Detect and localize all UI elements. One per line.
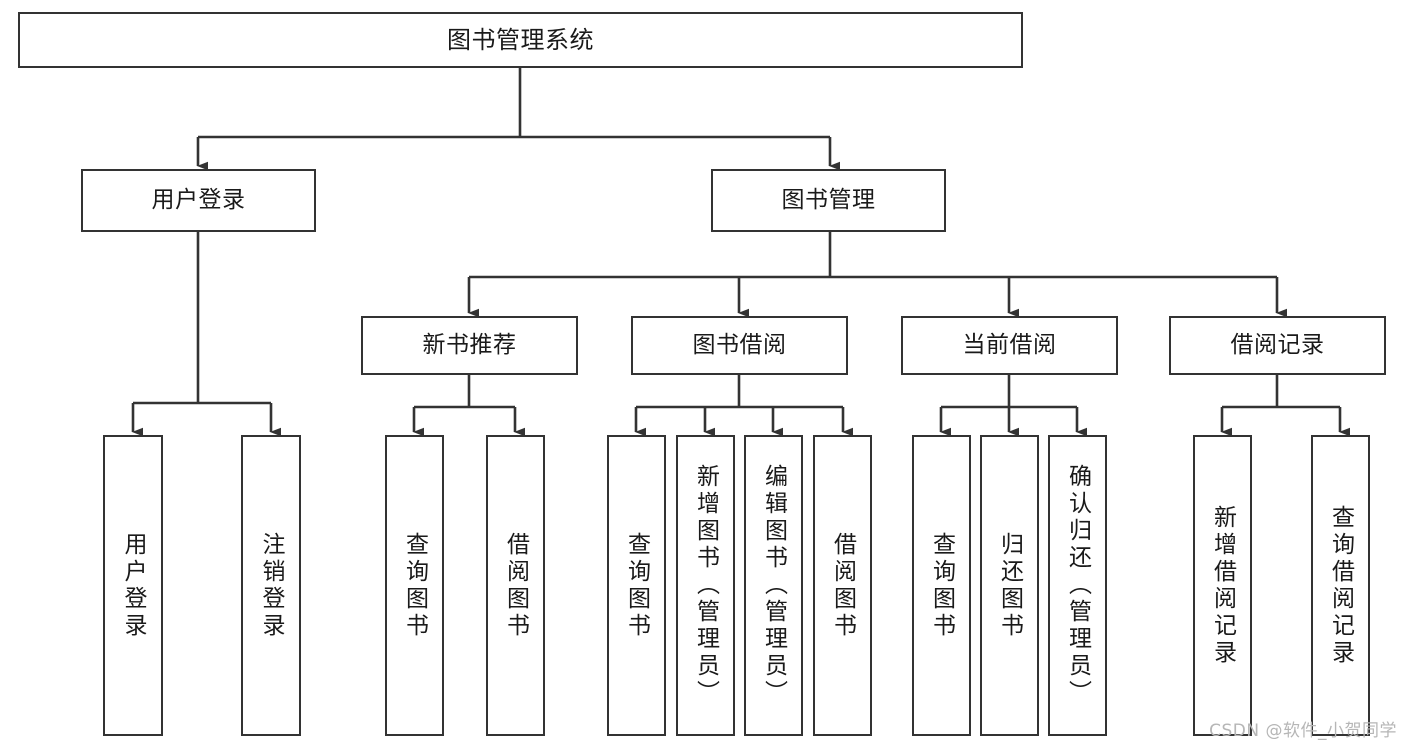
node-leaf-confirm-return-admin[interactable]: 确认归还（管理员） bbox=[1048, 435, 1107, 736]
node-leaf-query-book-borrow[interactable]: 查询图书 bbox=[607, 435, 666, 736]
node-user-login[interactable]: 用户登录 bbox=[81, 169, 316, 232]
node-label: 新增借阅记录 bbox=[1209, 504, 1236, 667]
node-label: 查询图书 bbox=[928, 531, 955, 640]
node-label: 借阅记录 bbox=[1230, 331, 1325, 358]
csdn-watermark: CSDN @软件_小贺同学 bbox=[1209, 721, 1397, 741]
node-label: 借阅图书 bbox=[829, 531, 856, 640]
node-leaf-borrow-book[interactable]: 借阅图书 bbox=[813, 435, 872, 736]
node-leaf-edit-book-admin[interactable]: 编辑图书（管理员） bbox=[744, 435, 803, 736]
node-label: 注销登录 bbox=[258, 531, 285, 640]
node-label: 图书管理系统 bbox=[447, 25, 594, 54]
node-label: 查询图书 bbox=[401, 531, 428, 640]
node-book-borrow[interactable]: 图书借阅 bbox=[631, 316, 848, 375]
node-label: 用户登录 bbox=[151, 186, 246, 213]
node-borrow-record[interactable]: 借阅记录 bbox=[1169, 316, 1386, 375]
node-label: 当前借阅 bbox=[962, 331, 1057, 358]
node-leaf-user-login[interactable]: 用户登录 bbox=[103, 435, 163, 736]
node-label: 确认归还（管理员） bbox=[1064, 464, 1091, 707]
node-label: 借阅图书 bbox=[502, 531, 529, 640]
node-label: 用户登录 bbox=[120, 531, 147, 640]
node-leaf-add-borrow-record[interactable]: 新增借阅记录 bbox=[1193, 435, 1252, 736]
node-label: 新增图书（管理员） bbox=[692, 464, 719, 707]
node-leaf-query-book-current[interactable]: 查询图书 bbox=[912, 435, 971, 736]
node-leaf-query-book-recommend[interactable]: 查询图书 bbox=[385, 435, 444, 736]
node-leaf-add-book-admin[interactable]: 新增图书（管理员） bbox=[676, 435, 735, 736]
node-label: 图书管理 bbox=[781, 186, 876, 213]
node-label: 归还图书 bbox=[996, 531, 1023, 640]
node-label: 查询图书 bbox=[623, 531, 650, 640]
node-label: 图书借阅 bbox=[692, 331, 787, 358]
node-leaf-return-book[interactable]: 归还图书 bbox=[980, 435, 1039, 736]
node-current-borrow[interactable]: 当前借阅 bbox=[901, 316, 1118, 375]
node-label: 新书推荐 bbox=[422, 331, 517, 358]
node-book-management[interactable]: 图书管理 bbox=[711, 169, 946, 232]
node-root-book-management-system[interactable]: 图书管理系统 bbox=[18, 12, 1023, 68]
node-leaf-logout-login[interactable]: 注销登录 bbox=[241, 435, 301, 736]
node-leaf-query-borrow-record[interactable]: 查询借阅记录 bbox=[1311, 435, 1370, 736]
node-leaf-borrow-book-recommend[interactable]: 借阅图书 bbox=[486, 435, 545, 736]
node-label: 查询借阅记录 bbox=[1327, 504, 1354, 667]
node-label: 编辑图书（管理员） bbox=[760, 464, 787, 707]
node-new-book-recommend[interactable]: 新书推荐 bbox=[361, 316, 578, 375]
